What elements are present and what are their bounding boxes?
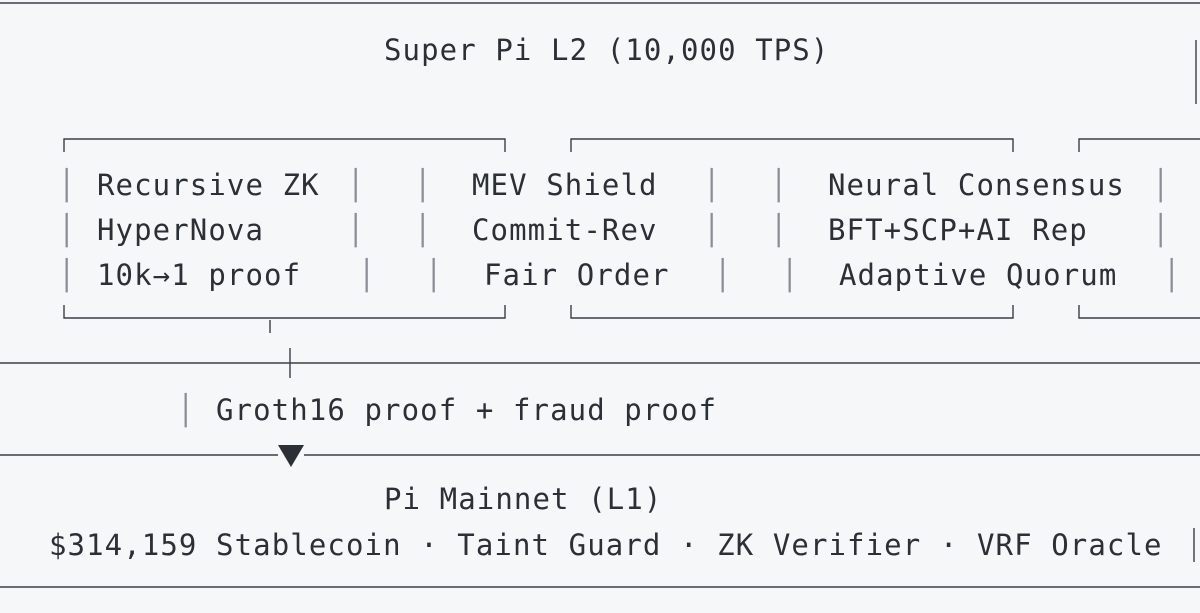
l2-title: Super Pi L2 (10,000 TPS) bbox=[384, 33, 830, 67]
module-1-left-edge: │ bbox=[58, 213, 76, 247]
module-3-left-edge: │ bbox=[770, 168, 788, 202]
module-box-2-bottom bbox=[570, 305, 1014, 319]
l1-title: Pi Mainnet (L1) bbox=[384, 482, 663, 516]
module-1-right-edge: │ bbox=[347, 213, 365, 247]
module-2-left-edge: │ bbox=[414, 213, 432, 247]
module-3-line-1: Neural Consensus bbox=[828, 168, 1125, 202]
module-1-left-edge: │ bbox=[58, 258, 76, 292]
bridge-left-bar: │ bbox=[177, 393, 195, 427]
module-box-3-top bbox=[1078, 138, 1200, 152]
module-2-left-edge: │ bbox=[414, 168, 432, 202]
module-3-right-edge: │ bbox=[1152, 168, 1170, 202]
module-box-2-top bbox=[570, 138, 1014, 152]
module-3-right-edge: │ bbox=[1163, 258, 1181, 292]
module-3-line-3: Adaptive Quorum bbox=[839, 258, 1118, 292]
module-3-left-edge: │ bbox=[770, 213, 788, 247]
module-box-1-bottom bbox=[63, 305, 506, 319]
module-3-left-edge: │ bbox=[781, 258, 799, 292]
down-arrow-icon bbox=[278, 445, 304, 467]
bridge-label: Groth16 proof + fraud proof bbox=[216, 393, 718, 427]
module-1-left-edge: │ bbox=[58, 168, 76, 202]
module-box-1-top bbox=[63, 138, 506, 152]
module-2-right-edge: │ bbox=[714, 258, 732, 292]
module-2-line-1: MEV Shield bbox=[472, 168, 658, 202]
module-1-line-1: Recursive ZK bbox=[97, 168, 320, 202]
module-box-3-bottom bbox=[1078, 305, 1200, 319]
module-2-right-edge: │ bbox=[703, 213, 721, 247]
module-1-line-2: HyperNova bbox=[97, 213, 265, 247]
module-1-right-edge: │ bbox=[358, 258, 376, 292]
module-3-right-edge: │ bbox=[1152, 213, 1170, 247]
module-1-line-3: 10k→1 proof bbox=[97, 258, 302, 292]
module-3-line-2: BFT+SCP+AI Rep bbox=[828, 213, 1088, 247]
module-2-line-2: Commit-Rev bbox=[472, 213, 658, 247]
module-1-right-edge: │ bbox=[347, 168, 365, 202]
module-2-line-3: Fair Order bbox=[484, 258, 670, 292]
module-2-left-edge: │ bbox=[425, 258, 443, 292]
module-2-right-edge: │ bbox=[703, 168, 721, 202]
l1-features: $314,159 Stablecoin · Taint Guard · ZK V… bbox=[49, 528, 1163, 562]
